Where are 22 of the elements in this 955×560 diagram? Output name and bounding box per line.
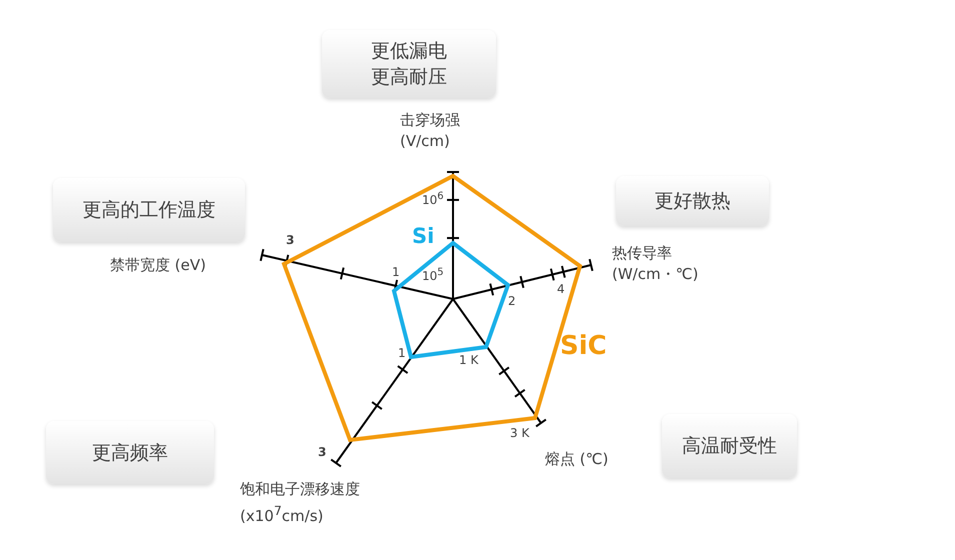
axis-label: 饱和电子漂移速度 (x10$^{7}$cm/s) (240, 479, 361, 527)
tick-label: 10$^{5}$ (422, 266, 444, 285)
tick-label: 3 (286, 232, 294, 249)
feature-box: 高温耐受性 (662, 414, 797, 478)
series-label: SiC (560, 336, 607, 357)
tick-label: 1 K (459, 352, 478, 369)
feature-box: 更高频率 (46, 421, 214, 484)
axis-label: 热传导率 (W/cm・℃) (612, 243, 700, 285)
feature-box: 更高的工作温度 (53, 178, 245, 242)
feature-box: 更低漏电 更高耐压 (322, 30, 496, 98)
axis-label: 禁带宽度 (eV) (110, 255, 206, 276)
tick-label: 3 K (510, 425, 530, 442)
tick-label: 10$^{6}$ (422, 190, 444, 209)
tick-label: 4 (557, 281, 565, 298)
tick-label: 3 (318, 444, 326, 461)
tick-label: 2 (508, 293, 516, 310)
axis-label: 熔点 (℃) (545, 449, 608, 470)
series-label: Si (412, 226, 434, 247)
axis-label: 击穿场强 (V/cm) (400, 110, 461, 152)
feature-box: 更好散热 (616, 176, 769, 226)
tick-label: 1 (398, 345, 406, 362)
tick-label: 1 (392, 264, 400, 281)
